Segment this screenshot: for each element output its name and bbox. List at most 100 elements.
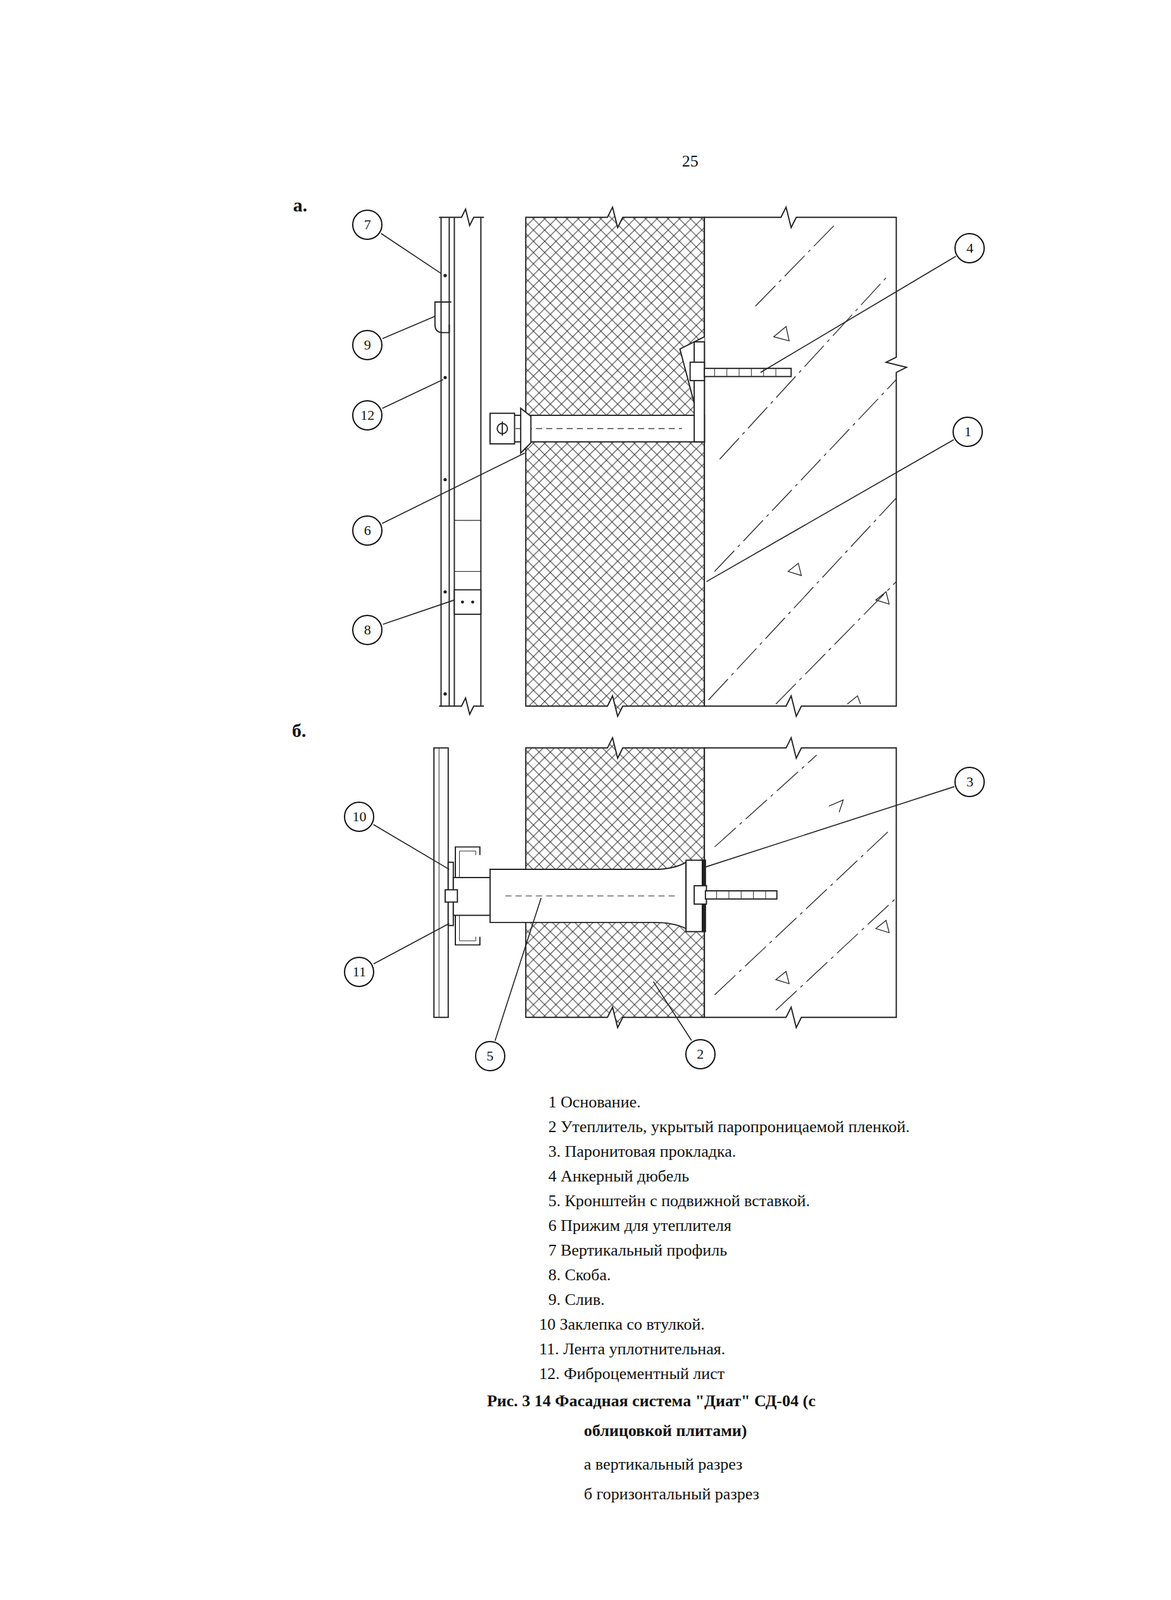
- sub-figure-letter: б.: [291, 720, 307, 741]
- cladding-and-profile: [443, 478, 447, 482]
- anchor-dowel: [714, 368, 776, 377]
- callout-number: 11: [343, 956, 375, 988]
- callout-number: 1: [952, 416, 983, 448]
- callout-number: 10: [343, 801, 375, 833]
- cladding-and-profile: [443, 590, 447, 594]
- cladding-and-profile: [438, 208, 484, 715]
- legend-item: 1 Основание.: [548, 1092, 641, 1113]
- anchor-dowel: [690, 362, 705, 381]
- callout-number: 5: [474, 1041, 506, 1072]
- base-wall-section: [704, 737, 897, 1028]
- base-wall-section: [704, 207, 907, 717]
- view-description: а вертикальный разрез: [583, 1454, 743, 1475]
- base-wall-section: [829, 800, 844, 813]
- rivet: [445, 889, 458, 902]
- callout-number: 2: [685, 1039, 716, 1070]
- callout-number: 7: [352, 209, 383, 241]
- callout-number: 4: [954, 233, 985, 264]
- cladding-and-profile: [443, 376, 447, 380]
- callout-text: 10: [352, 810, 367, 824]
- callout-text: 7: [364, 217, 372, 232]
- bracket-with-insert: [453, 877, 494, 916]
- clip-bracket: [454, 590, 481, 615]
- legend-item: 9. Слив.: [548, 1290, 605, 1310]
- base-wall-section: [787, 563, 802, 576]
- page-number: 25: [682, 151, 699, 171]
- insulation-section: [525, 207, 705, 717]
- cladding-and-profile: [438, 208, 484, 226]
- legend-item: 3. Паронитовая прокладка.: [548, 1141, 737, 1162]
- callout-number: 12: [352, 400, 383, 431]
- callout-text: 8: [364, 623, 372, 638]
- leader-line: [383, 600, 455, 625]
- leader-line: [381, 453, 525, 524]
- base-wall-section: [775, 582, 897, 705]
- base-wall-section: [708, 222, 897, 705]
- legend-item: 8. Скоба.: [548, 1265, 612, 1285]
- leader-line: [382, 379, 444, 409]
- insulation-clamp: [520, 408, 531, 454]
- callout-text: 1: [964, 424, 972, 439]
- legend-item: 11. Лента уплотнительная.: [538, 1339, 726, 1360]
- base-wall-section: [714, 755, 817, 848]
- drip-flashing: [435, 302, 452, 333]
- clip-bracket: [471, 600, 475, 604]
- legend-item: 6 Прижим для утеплителя: [548, 1215, 732, 1236]
- callout-text: 2: [696, 1047, 704, 1062]
- bracket-vertical: [680, 336, 705, 443]
- callout-text: 3: [966, 775, 974, 790]
- base-wall-section: [755, 222, 838, 306]
- legend-item: 10 Заклепка со втулкой.: [538, 1314, 705, 1335]
- callout-number: 3: [954, 766, 985, 798]
- legend-item: 4 Анкерный дюбель: [548, 1166, 690, 1187]
- cladding-sheet: [433, 747, 449, 1018]
- legend-item: 2 Утеплитель, укрытый паропроницаемой пл…: [548, 1117, 911, 1137]
- base-wall-section: [775, 800, 890, 985]
- bracket-with-insert: [453, 860, 703, 933]
- anchor-dowel: [694, 886, 707, 905]
- anchor-dowel: [716, 891, 766, 900]
- base-wall-section: [775, 971, 790, 984]
- leader-line: [382, 316, 436, 339]
- anchor-dowel: [704, 368, 792, 377]
- callout-text: 9: [364, 338, 372, 353]
- leader-line: [373, 824, 450, 870]
- facade-drawing: [433, 207, 907, 1028]
- insulation-clamp: [520, 408, 531, 454]
- base-wall-section: [714, 755, 897, 1011]
- clip-bracket: [454, 590, 481, 615]
- insulation-section: [525, 207, 705, 717]
- bracket-with-insert: [490, 862, 686, 930]
- bracket-vertical: [694, 341, 705, 443]
- leader-line: [381, 233, 442, 274]
- base-wall-section: [714, 379, 897, 572]
- base-wall-section: [704, 737, 897, 1028]
- cladding-and-profile: [440, 217, 481, 707]
- sub-figure-letter: а.: [293, 195, 308, 215]
- callout-text: 12: [360, 408, 375, 423]
- cladding-sheet: [438, 747, 440, 1018]
- callout-text: 11: [352, 965, 367, 980]
- clip-bracket: [461, 600, 475, 604]
- cladding-and-profile: [443, 692, 447, 696]
- cladding-and-profile: [443, 274, 447, 697]
- cladding-and-profile: [438, 697, 484, 715]
- leader-lines: [373, 233, 957, 1042]
- bracket-with-insert: [505, 895, 679, 897]
- callout-number: 6: [352, 515, 383, 546]
- leader-line: [495, 898, 542, 1041]
- drip-flashing: [435, 302, 452, 333]
- callout-number: 8: [352, 614, 383, 646]
- anchor-dowel: [690, 362, 792, 381]
- base-wall-section: [708, 497, 897, 700]
- cladding-and-profile: [443, 274, 447, 278]
- leader-line: [704, 786, 955, 868]
- base-wall-section: [847, 696, 861, 705]
- base-wall-section: [775, 898, 897, 1011]
- leader-line: [373, 924, 450, 965]
- bracket-vertical: [501, 421, 503, 437]
- base-wall-section: [719, 275, 888, 460]
- cladding-sheet: [433, 747, 449, 1018]
